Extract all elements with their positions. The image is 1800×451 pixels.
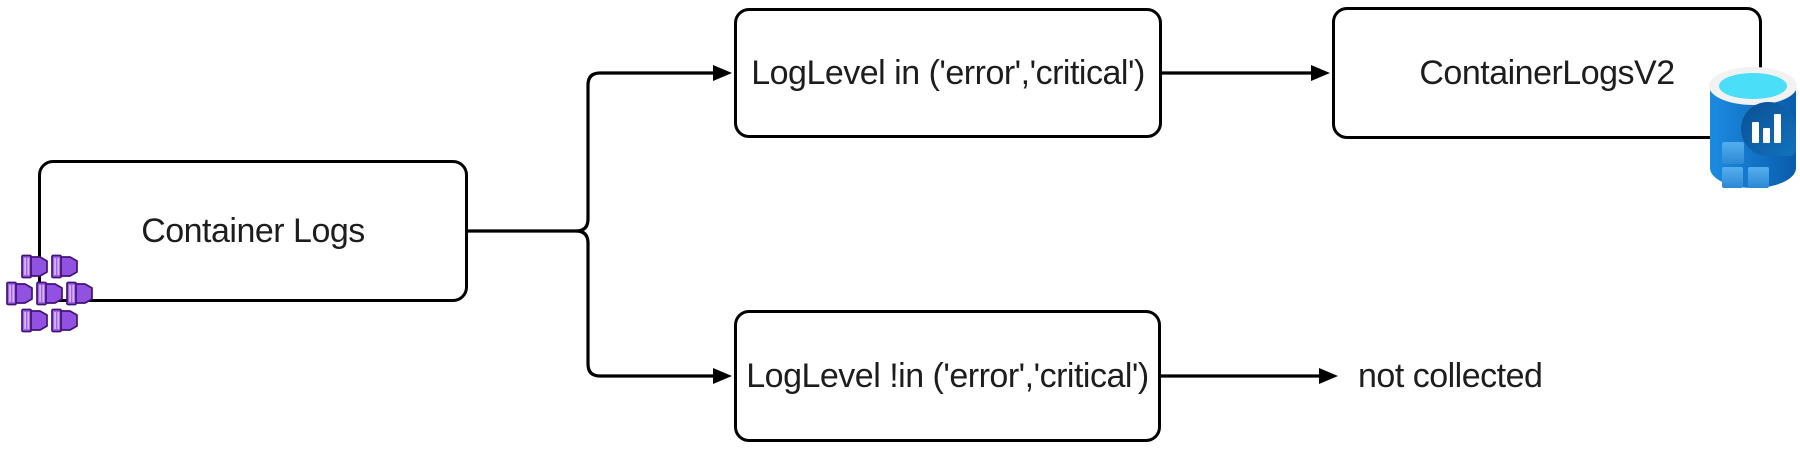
- node-destination: ContainerLogsV2: [1332, 7, 1762, 139]
- node-container-logs: Container Logs: [38, 160, 468, 302]
- workspace-squares-glyph: [1722, 142, 1769, 188]
- arrowhead-icon: [713, 65, 732, 81]
- edge-source-to-include: [575, 71, 713, 233]
- edge-source-to-exclude: [575, 229, 713, 378]
- node-container-logs-label: Container Logs: [141, 211, 365, 250]
- log-analytics-workspace-icon: [1709, 67, 1797, 188]
- node-filter-exclude-label: LogLevel !in ('error','critical'): [746, 356, 1149, 395]
- arrowhead-icon: [1311, 65, 1330, 81]
- node-destination-label: ContainerLogsV2: [1419, 53, 1675, 92]
- container-cluster-icon: [6, 254, 93, 333]
- arrowheads: [713, 65, 1338, 384]
- node-filter-include-label: LogLevel in ('error','critical'): [751, 53, 1145, 92]
- not-collected-label: not collected: [1358, 357, 1543, 395]
- bar-chart-glyph: [1752, 114, 1781, 143]
- arrowhead-icon: [713, 368, 732, 384]
- node-filter-exclude: LogLevel !in ('error','critical'): [734, 310, 1161, 442]
- arrowhead-icon: [1319, 368, 1338, 384]
- node-filter-include: LogLevel in ('error','critical'): [734, 8, 1162, 138]
